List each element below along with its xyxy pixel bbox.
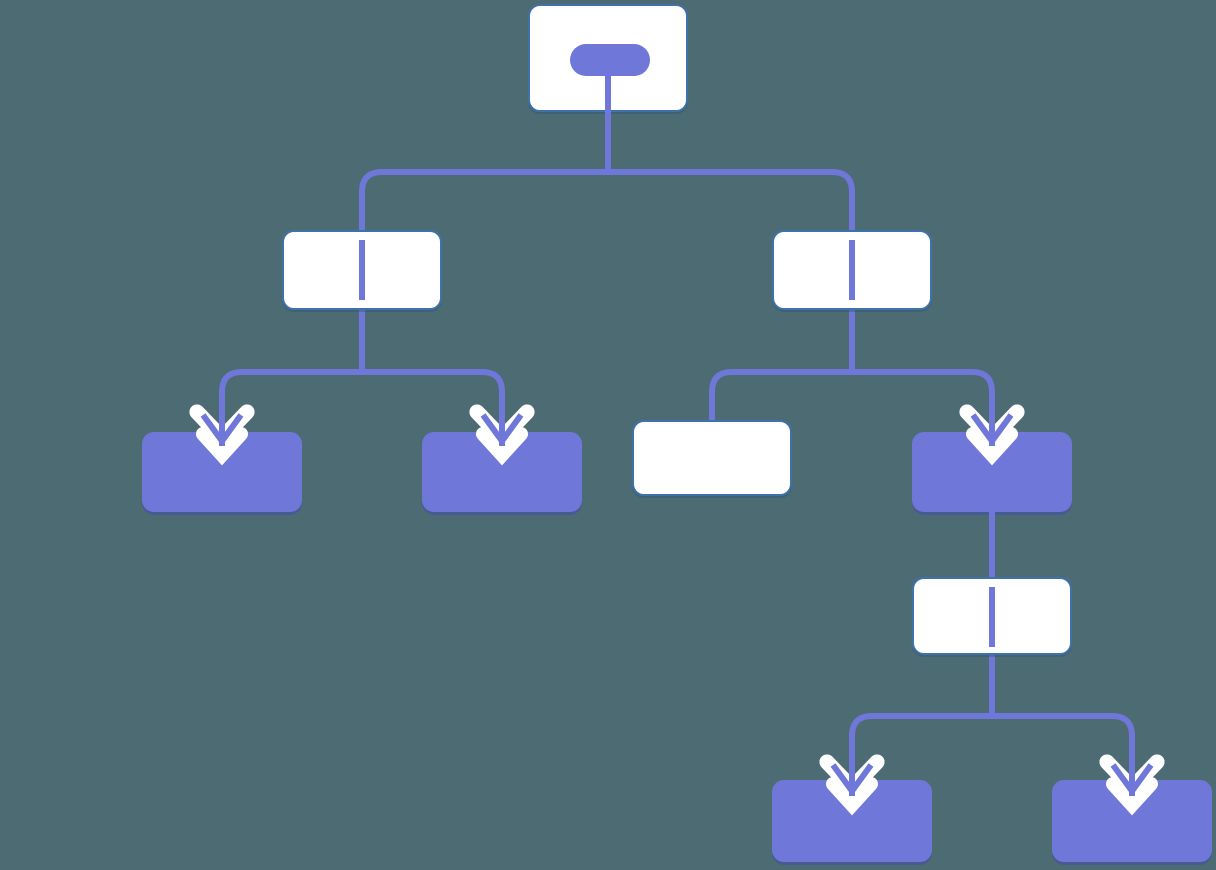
edge-n3-to-n7 xyxy=(849,340,995,440)
tree-node-leaf-4[interactable] xyxy=(1052,780,1212,862)
edge-n8-to-n9 xyxy=(849,645,995,790)
edge-n8-to-n10 xyxy=(989,645,1135,790)
edge-n2-to-n5 xyxy=(359,340,505,440)
tree-node-level3-white[interactable] xyxy=(632,420,792,496)
tree-node-level3-purple[interactable] xyxy=(912,432,1072,512)
tree-node-leaf-1[interactable] xyxy=(142,432,302,512)
tree-node-leaf-2[interactable] xyxy=(422,432,582,512)
tree-node-level2-right[interactable] xyxy=(772,230,932,310)
tree-node-leaf-3[interactable] xyxy=(772,780,932,862)
edge-n3-to-n6 xyxy=(709,340,855,420)
tree-node-level4-white[interactable] xyxy=(912,577,1072,655)
tree-node-level2-left[interactable] xyxy=(282,230,442,310)
edge-n2-to-n4 xyxy=(219,340,365,440)
tree-node-root[interactable] xyxy=(528,4,688,112)
root-pill-badge xyxy=(570,44,650,76)
